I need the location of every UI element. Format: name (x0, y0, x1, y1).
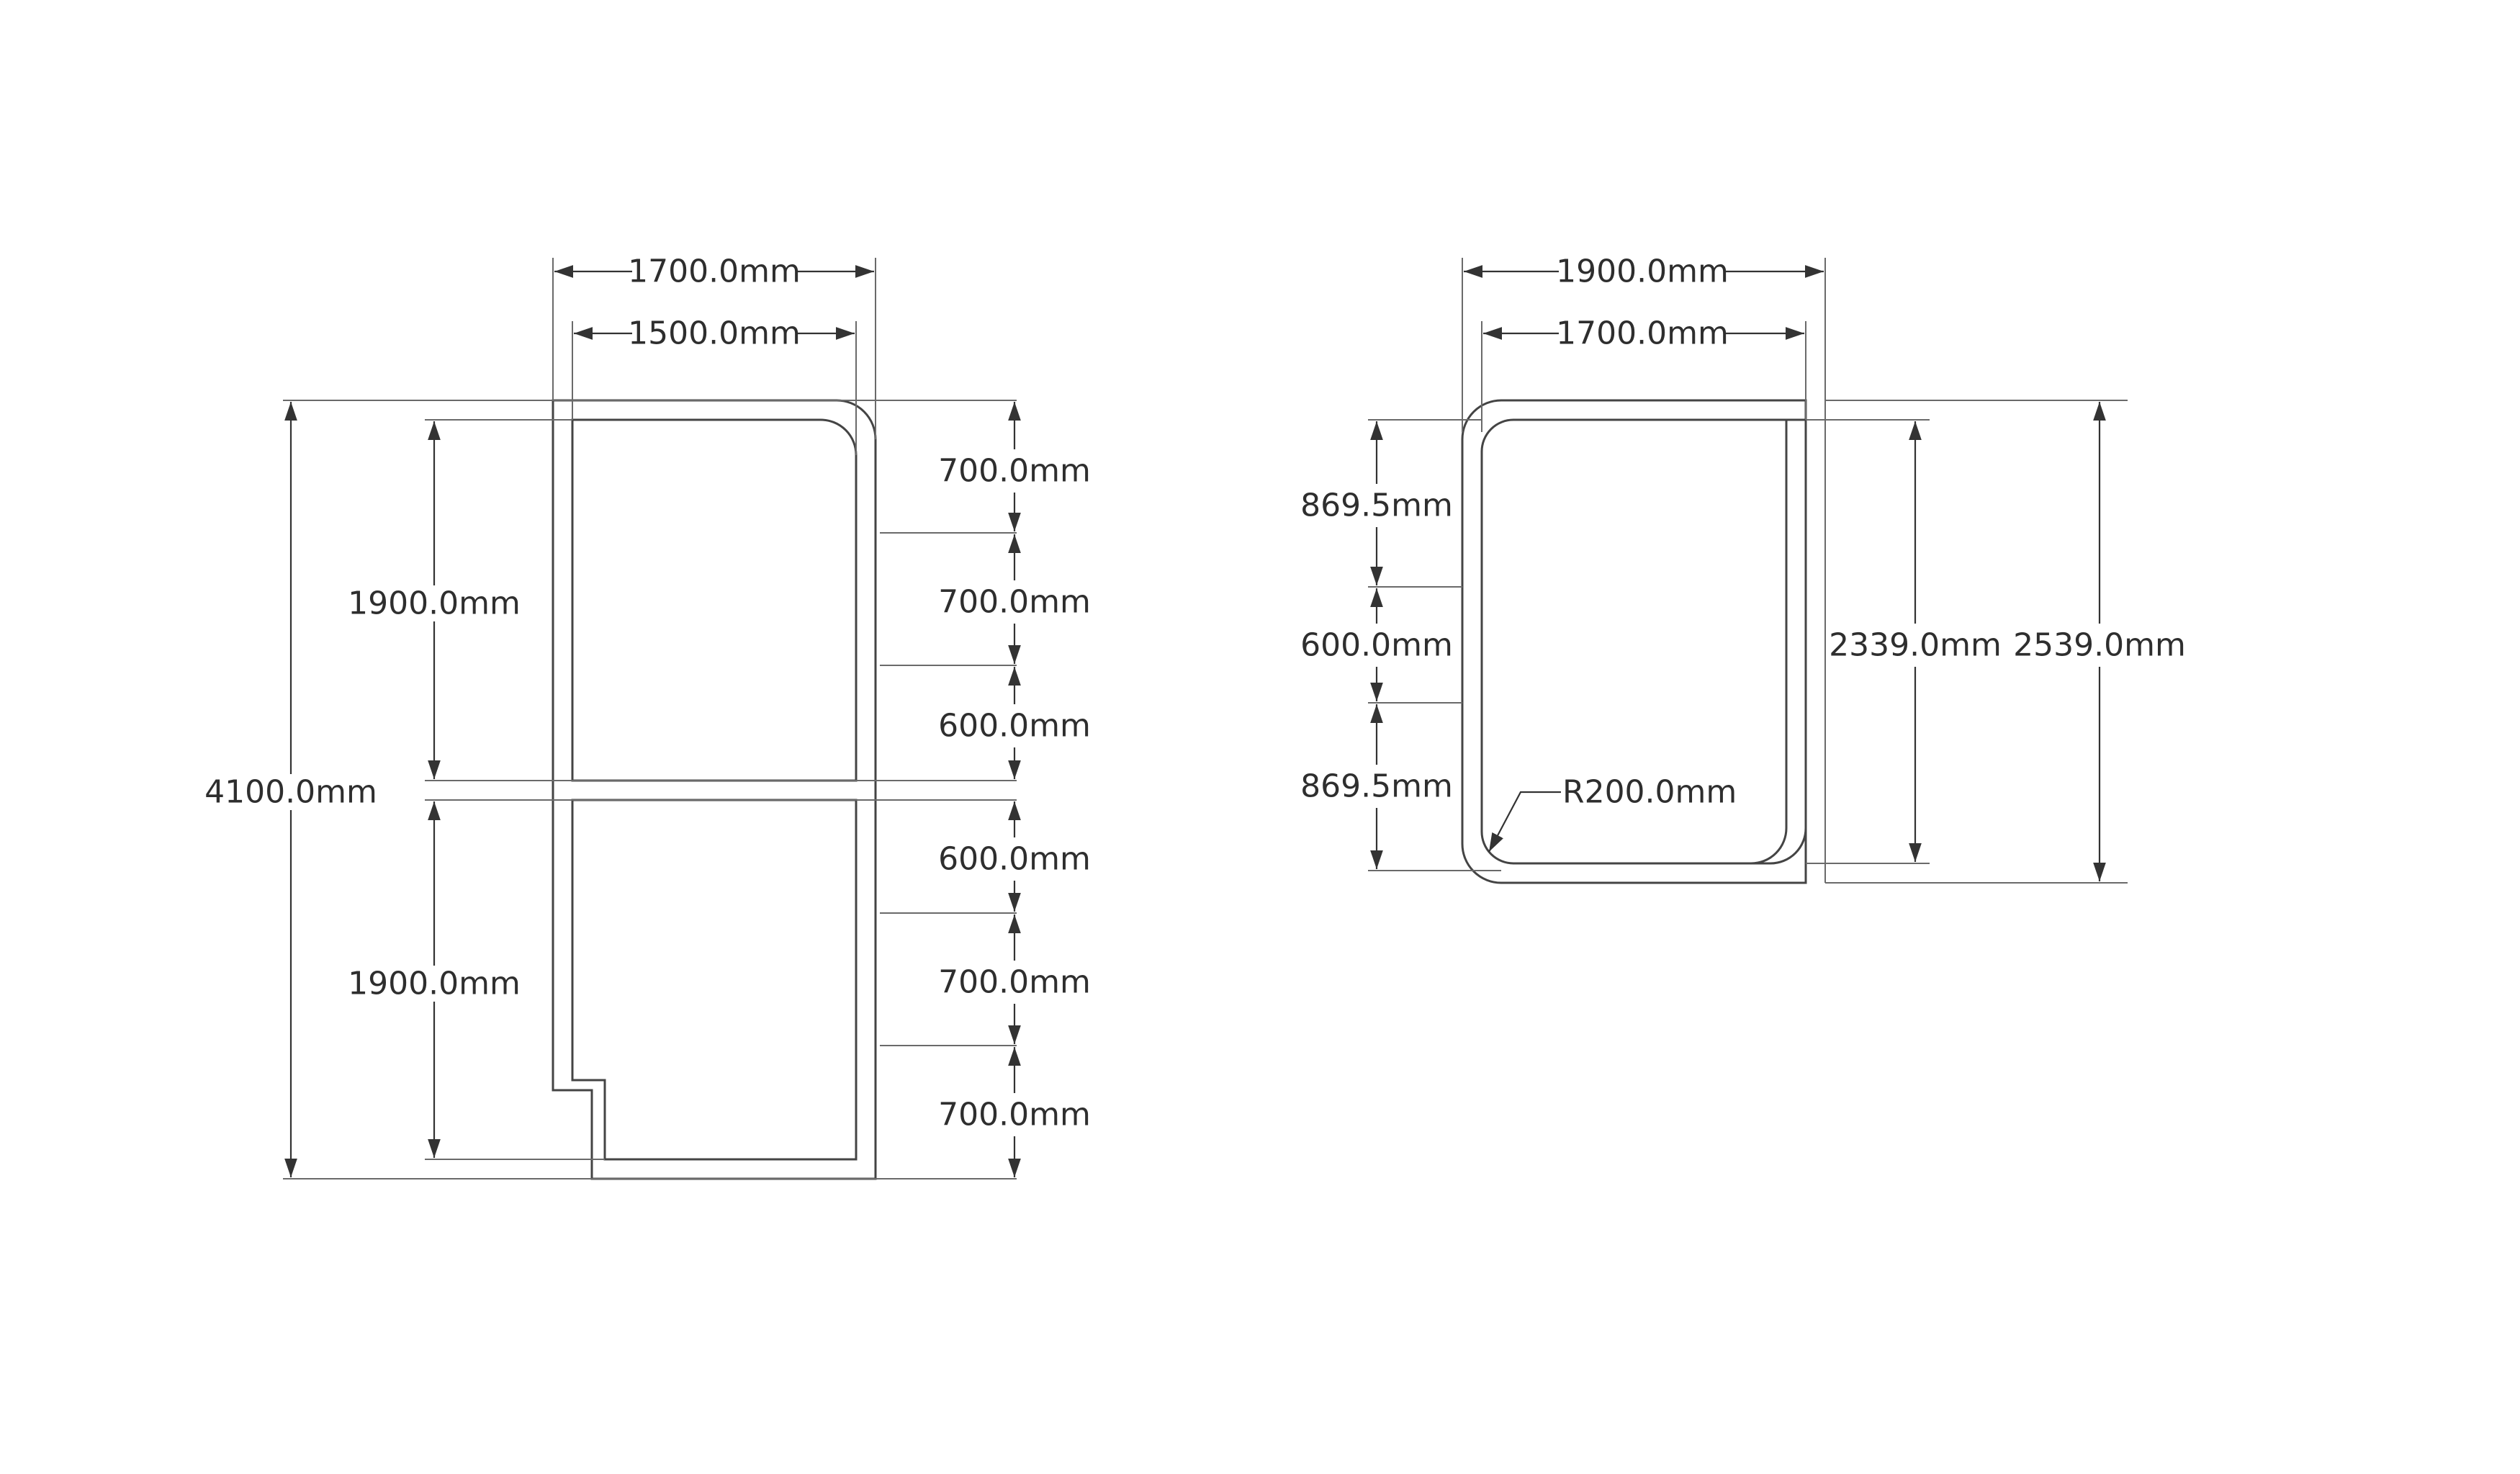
left-segment-3-label: 600.0mm (938, 708, 1091, 745)
right-plan-inner-corner (1750, 827, 1788, 865)
right-plan-outer-outline (1461, 399, 1807, 884)
right-segment-1-label: 869.5mm (1300, 487, 1453, 524)
left-plan: 1700.0mm 1500.0mm 4100.0mm 1900.0mm 1900… (204, 253, 1091, 1180)
left-plan-lower-room (571, 799, 858, 1161)
right-height-2339-label: 2339.0mm (1829, 627, 2002, 664)
left-upper-height-1900-label: 1900.0mm (348, 585, 521, 622)
radius-leader (1488, 791, 1561, 853)
right-plan-inner-room (1480, 418, 1807, 865)
right-height-2539-label: 2539.0mm (2013, 627, 2186, 664)
right-segment-3-label: 869.5mm (1300, 768, 1453, 805)
right-width-1700-label: 1700.0mm (1556, 315, 1729, 352)
left-segment-2-label: 700.0mm (938, 584, 1091, 621)
right-width-1900-label: 1900.0mm (1556, 253, 1729, 290)
right-plan: 1900.0mm 1700.0mm 869.5mm 600.0mm 869.5m… (1300, 253, 2186, 884)
left-lower-height-1900-label: 1900.0mm (348, 966, 521, 1002)
left-width-1500-label: 1500.0mm (628, 315, 801, 352)
corner-radius-label: R200.0mm (1562, 774, 1737, 811)
left-plan-upper-room (571, 418, 858, 782)
left-height-4100-label: 4100.0mm (204, 774, 377, 811)
left-segment-1-label: 700.0mm (938, 453, 1091, 490)
left-segment-4-label: 600.0mm (938, 841, 1091, 878)
left-width-1700-label: 1700.0mm (628, 253, 801, 290)
left-segment-5-label: 700.0mm (938, 964, 1091, 1001)
left-segment-6-label: 700.0mm (938, 1097, 1091, 1133)
right-segment-2-label: 600.0mm (1300, 627, 1453, 664)
left-plan-outer-outline (552, 399, 877, 1180)
